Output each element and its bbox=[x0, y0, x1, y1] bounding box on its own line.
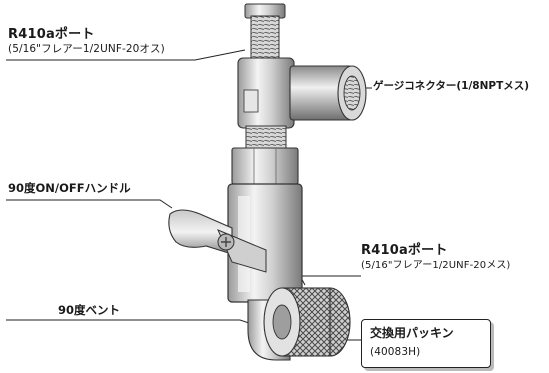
label-bottom-port-spec: (5/16"フレアー1/2UNF-20メス) bbox=[361, 260, 511, 271]
label-gauge-connector: ゲージコネクター(1/8NPTメス) bbox=[373, 80, 530, 92]
gasket-callout-box bbox=[361, 319, 491, 368]
label-bend: 90度ベント bbox=[58, 303, 121, 317]
tee-lower-thread bbox=[245, 125, 287, 149]
hex-nut bbox=[231, 147, 299, 185]
label-handle: 90度ON/OFFハンドル bbox=[8, 181, 131, 195]
leader-bottom-port bbox=[299, 275, 361, 286]
top-flare-thread bbox=[250, 15, 280, 61]
leader-bend bbox=[6, 319, 259, 327]
label-gasket-title: 交換用パッキン bbox=[370, 326, 454, 340]
label-gasket-part: (40083H) bbox=[370, 346, 421, 358]
leader-handle bbox=[6, 199, 173, 209]
label-bottom-port-title: R410aポート bbox=[361, 243, 448, 258]
label-top-port-spec: (5/16"フレアー1/2UNF-20オス) bbox=[8, 43, 165, 55]
handle-lever bbox=[168, 209, 233, 255]
label-top-port-title: R410aポート bbox=[8, 27, 95, 42]
leader-top-port bbox=[6, 49, 246, 61]
